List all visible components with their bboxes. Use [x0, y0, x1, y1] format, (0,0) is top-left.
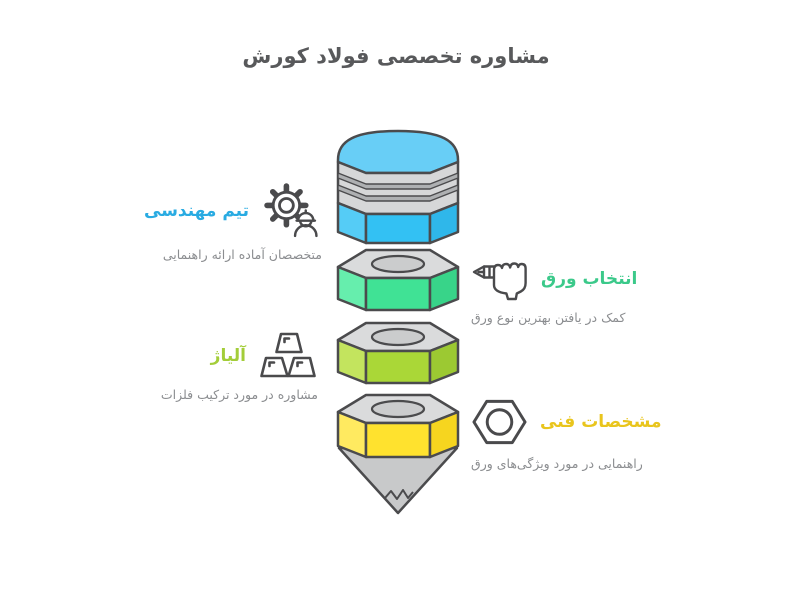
page-title: مشاوره تخصصی فولاد کورش	[242, 44, 550, 68]
pencil-segment-blue	[336, 201, 460, 245]
pencil-segment-lime	[336, 321, 460, 385]
metal-ingots-icon	[258, 332, 318, 379]
section-description-alloy: مشاوره در مورد ترکیب فلزات	[160, 387, 318, 402]
section-label-alloy: آلیاژ	[210, 345, 246, 366]
pencil-segment-yellow	[336, 393, 460, 459]
section-label-technical-specs: مشخصات فنی	[540, 412, 662, 432]
hex-nut-icon	[471, 396, 528, 448]
section-description-technical-specs: راهنمایی در مورد ویژگی‌های ورق	[471, 456, 643, 471]
section-description-engineering-team: متخصصان آماده ارائه راهنمایی	[162, 247, 322, 262]
pencil-segment-green	[336, 248, 460, 312]
section-sheet-selection: انتخاب ورق کمک در یافتن بهترین نوع ورق	[471, 256, 637, 325]
section-technical-specs: مشخصات فنی راهنمایی در مورد ویژگی‌های ور…	[471, 396, 661, 471]
section-description-sheet-selection: کمک در یافتن بهترین نوع ورق	[471, 310, 626, 325]
section-engineering-team: تیم مهندسی	[144, 182, 322, 262]
section-label-engineering-team: تیم مهندسی	[144, 200, 249, 221]
section-label-sheet-selection: انتخاب ورق	[541, 269, 638, 289]
engineer-gear-icon	[261, 182, 322, 239]
pencil-eraser	[336, 129, 460, 175]
hand-pen-icon	[471, 256, 529, 302]
section-alloy: آلیاژ مشاوره در مورد ترکیب فلزات	[161, 332, 318, 402]
